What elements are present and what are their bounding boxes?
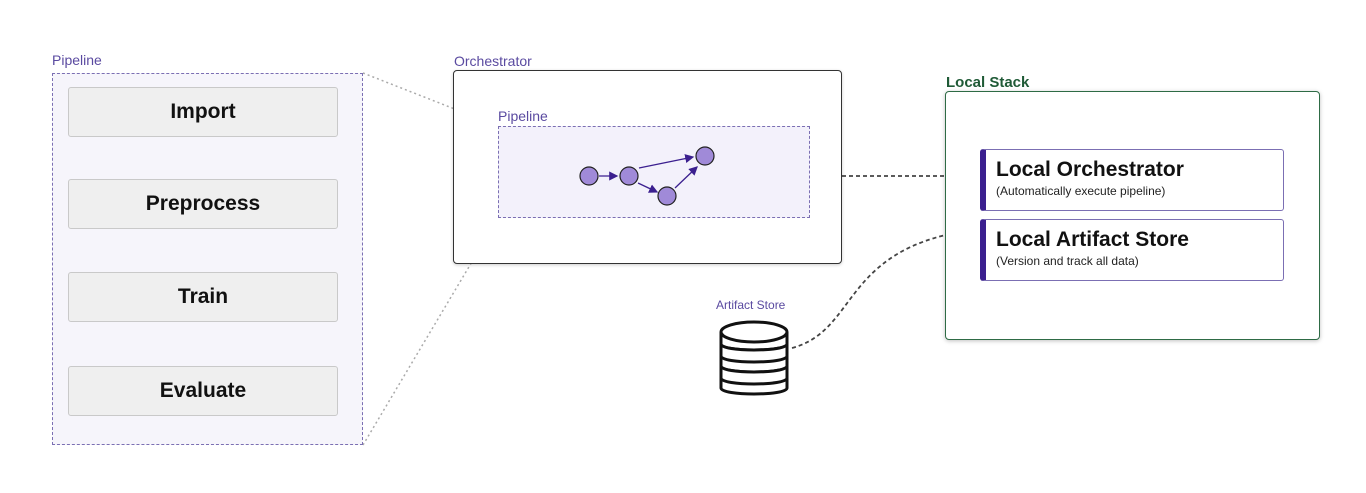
local-artifact-store-subtitle: (Version and track all data) [996,254,1139,268]
local-artifact-store-title: Local Artifact Store [996,228,1189,251]
local-orchestrator-title: Local Orchestrator [996,158,1184,181]
artifact-store-link [791,228,981,349]
step-evaluate[interactable]: Evaluate [68,366,338,416]
step-train[interactable]: Train [68,272,338,322]
step-preprocess[interactable]: Preprocess [68,179,338,229]
pipeline-label: Pipeline [52,52,102,68]
database-icon [719,320,789,396]
local-orchestrator-card[interactable]: Local Orchestrator (Automatically execut… [980,149,1284,211]
local-orchestrator-subtitle: (Automatically execute pipeline) [996,184,1166,198]
inner-pipeline-label: Pipeline [498,108,548,124]
local-artifact-store-card[interactable]: Local Artifact Store (Version and track … [980,219,1284,281]
orchestrator-label: Orchestrator [454,53,532,69]
inner-pipeline-container [498,126,810,218]
local-stack-title: Local Stack [946,74,1030,91]
artifact-store-label: Artifact Store [716,298,786,312]
local-stack-box [945,91,1320,340]
step-import[interactable]: Import [68,87,338,137]
